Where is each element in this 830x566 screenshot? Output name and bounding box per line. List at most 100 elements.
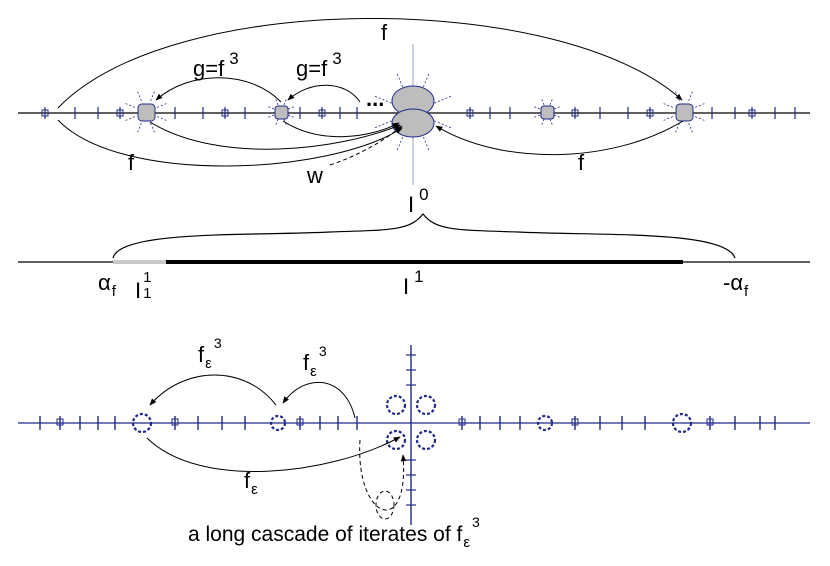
julia-box-top: [571, 109, 579, 117]
arrow-f-bottom-left-inner: [149, 121, 401, 150]
cascade-loop: [375, 490, 395, 520]
julia-ray-top: [267, 114, 275, 118]
julia-ray-top: [533, 106, 541, 110]
label-f-top: f: [381, 22, 387, 44]
label-I0-exp: 0: [419, 185, 429, 204]
julia-ray-top: [434, 120, 452, 129]
label-feps3-left-exp: 3: [213, 335, 222, 351]
cascade-dashed-loop: [359, 439, 407, 511]
label-feps-lower-sub: ε: [251, 481, 258, 498]
julia-ring-bottom: [536, 414, 554, 432]
julia-box-top: [221, 109, 229, 117]
label-feps-lower: fε: [244, 470, 258, 498]
julia-ray-top: [434, 95, 452, 104]
blob-left-small: [274, 105, 289, 120]
label-g-right-exp: 3: [332, 49, 342, 68]
label-alpha-left: αf: [98, 270, 116, 300]
julia-box-bottom: [706, 418, 714, 426]
julia-ray-top: [125, 103, 135, 108]
julia-box-top: [646, 109, 654, 117]
julia-ring-bottom: [415, 429, 437, 451]
julia-ring-bottom: [385, 429, 407, 451]
julia-ray-top: [150, 91, 155, 101]
label-I11-sup: 1: [143, 269, 152, 286]
arrow-g-left: [155, 77, 282, 103]
julia-ray-top: [549, 98, 553, 106]
label-w-text: w: [307, 163, 323, 188]
julia-ray-top: [549, 118, 553, 126]
julia-ray-top: [688, 91, 693, 101]
julia-box-top: [318, 109, 326, 117]
julia-ray-top: [267, 106, 275, 110]
arrow-f-bottom-right: [435, 120, 684, 156]
label-feps3-right-base: f: [303, 350, 310, 375]
arrow-g-right: [287, 84, 361, 103]
top-panel: [18, 18, 810, 185]
label-f-bottom-right: f: [578, 152, 584, 174]
middle-panel: [18, 213, 810, 264]
julia-ray-top: [553, 106, 561, 110]
julia-box-bottom: [458, 418, 466, 426]
bottom-julia-decorations: [39, 354, 776, 506]
label-I1-exp: 1: [414, 267, 424, 286]
label-I1-base: I: [403, 274, 410, 299]
top-julia-decorations: [41, 73, 796, 151]
arrow-f-bottom-left-outer: [57, 119, 403, 167]
julia-ray-top: [137, 91, 142, 101]
arrow-feps3-left: [149, 374, 277, 406]
julia-ray-top: [663, 116, 673, 121]
julia-ray-top: [283, 98, 287, 106]
julia-ray-top: [137, 123, 142, 133]
label-cascade-caption-exp: 3: [472, 514, 480, 530]
julia-ray-top: [157, 103, 167, 108]
label-feps3-left-sub: ε: [205, 355, 212, 372]
label-I11-base: I: [135, 278, 142, 303]
julia-ring-bottom: [131, 412, 153, 434]
label-dots: ...: [366, 88, 384, 110]
label-f-bottom-left-text: f: [128, 150, 135, 175]
julia-ray-top: [675, 123, 680, 133]
label-f-bottom-right-text: f: [578, 150, 585, 175]
julia-ray-top: [275, 118, 279, 126]
label-alpha-right-sub: f: [744, 283, 749, 300]
label-alpha-left-base: α: [98, 270, 111, 295]
julia-ring-bottom: [415, 394, 437, 416]
julia-ray-top: [396, 73, 405, 91]
julia-ray-top: [150, 123, 155, 133]
blob-right-small: [540, 105, 555, 120]
brace-I0: [112, 213, 736, 259]
arrow-f-bottom-left-short: [282, 120, 400, 138]
julia-ray-top: [421, 73, 430, 91]
julia-ray-top: [553, 114, 561, 118]
julia-ray-top: [283, 118, 287, 126]
label-alpha-left-sub: f: [111, 283, 116, 300]
julia-ray-top: [287, 114, 295, 118]
julia-box-top: [41, 109, 49, 117]
arrow-w-dashed: [329, 125, 403, 166]
julia-box-top: [748, 109, 756, 117]
julia-ray-top: [695, 116, 705, 121]
julia-ray-top: [374, 120, 392, 129]
label-I11-sub: 1: [143, 284, 152, 302]
label-f-bottom-left: f: [128, 152, 134, 174]
julia-ring-bottom: [671, 412, 693, 434]
julia-box-bottom: [171, 418, 179, 426]
julia-ray-top: [396, 133, 405, 151]
bottom-panel: [18, 345, 810, 525]
label-cascade-caption-text: a long cascade of iterates of f: [188, 523, 463, 546]
julia-box-top: [466, 109, 474, 117]
label-cascade-caption: a long cascade of iterates of fε3: [188, 515, 480, 550]
label-I0-base: I: [408, 192, 415, 217]
arrow-feps-lower: [146, 436, 401, 472]
label-dots-text: ...: [366, 86, 385, 111]
blob-right-large: [675, 103, 694, 122]
label-alpha-right: -αf: [723, 272, 748, 300]
label-f-top-text: f: [381, 20, 388, 45]
label-w: w: [307, 165, 323, 187]
julia-box-top: [116, 109, 124, 117]
